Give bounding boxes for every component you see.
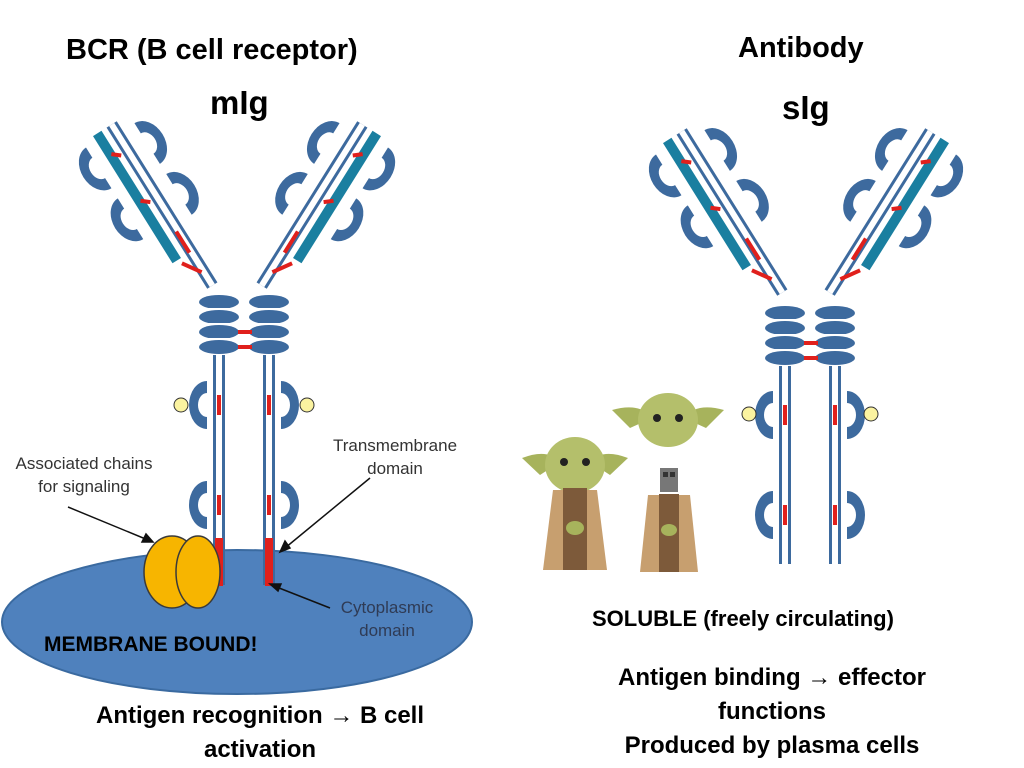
antibody-function-text: Antigen binding → effector functions Pro… [618,664,926,759]
arrow-icon: → [807,664,832,691]
antibody-molecule [638,111,975,564]
label-arrows [67,477,371,609]
transmembrane-label: Transmembrane domain [332,436,458,478]
cytoplasmic-label: Cytoplasmic domain [340,598,434,640]
arrow-icon: → [329,702,354,729]
carbohydrate-dot-left [173,397,189,413]
soluble-label: SOLUBLE (freely circulating) [592,606,894,631]
bcr-function-text: Antigen recognition → B cell activation [95,702,425,763]
membrane [1,549,473,695]
carbohydrate-dot-right [299,397,315,413]
bcr-title: BCR (B cell receptor) [66,34,358,66]
antibody-title: Antibody [738,32,864,64]
associated-chains-label: Associated chains for signaling [15,454,153,496]
double-oval-icon [143,535,221,609]
bcr-subtitle: mIg [210,84,269,121]
yoda-figurine-icon [522,393,724,572]
antibody-subtitle: sIg [782,89,830,126]
membrane-bound-label: MEMBRANE BOUND! [44,633,258,656]
bcr-molecule [68,104,407,586]
